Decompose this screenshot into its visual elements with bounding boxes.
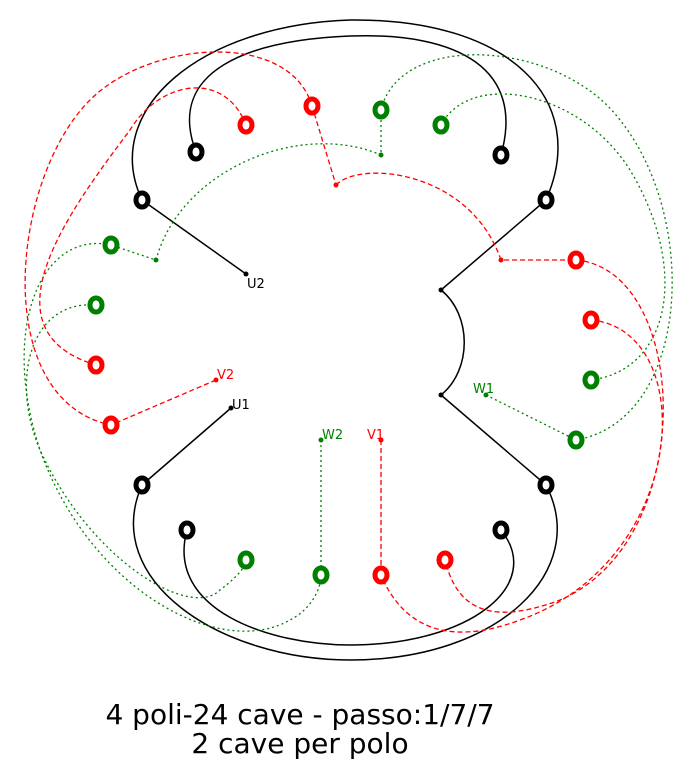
terminal-w2-label: W2 [322,428,343,443]
slots-phase-v [87,96,600,585]
phase-w-connections [23,54,673,632]
terminal-u2-label: U2 [247,277,265,292]
diagram-title: 4 poli-24 cave - passo:1/7/7 [105,698,495,731]
phase-u-connections [131,19,559,661]
diagram-subtitle: 2 cave per polo [191,727,409,760]
terminal-w1-label: W1 [473,382,494,397]
terminal-v2-label: V2 [217,368,234,383]
junction-dots [153,152,504,443]
slots-phase-w [87,100,600,585]
terminal-u1-label: U1 [232,398,250,413]
terminal-v1-label: V1 [367,428,384,443]
slots-phase-u [133,142,555,540]
slots [87,96,600,585]
phase-v-connections [24,51,664,633]
